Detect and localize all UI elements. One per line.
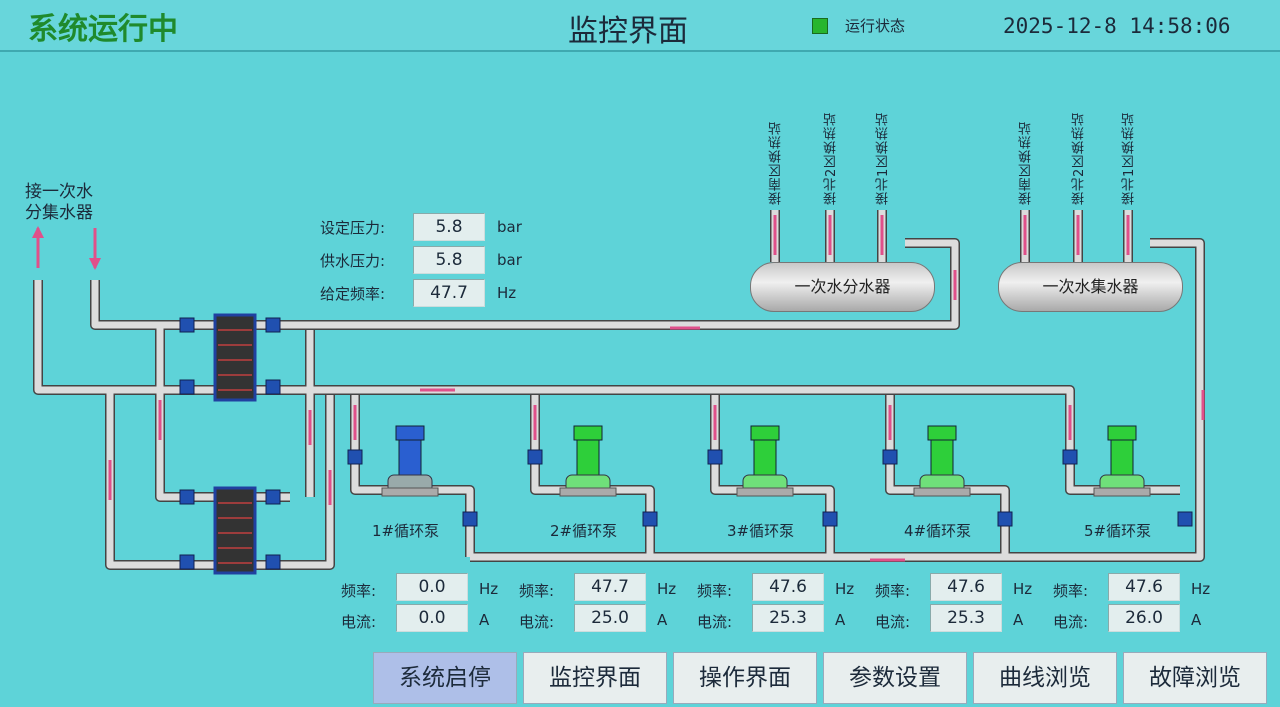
pump-current-value: 25.3 <box>930 604 1002 632</box>
heat-exchangers <box>213 313 257 575</box>
run-indicator-icon <box>812 18 828 34</box>
pump-current-value: 25.3 <box>752 604 824 632</box>
pump-current-label: 电流: <box>341 613 377 631</box>
pump-current-unit: A <box>479 611 490 629</box>
pump-freq-value: 47.6 <box>1108 573 1180 601</box>
collector-branch-label: 接北1区换热站 <box>1122 111 1137 205</box>
header-bar <box>0 0 1280 52</box>
collector-branch-label: 接南区换热站 <box>1019 121 1034 205</box>
pump-freq-value: 47.6 <box>752 573 824 601</box>
param-value: 5.8 <box>413 246 485 274</box>
arrow-heads <box>32 226 101 270</box>
pump-freq-label: 频率: <box>519 582 555 600</box>
param-value: 5.8 <box>413 213 485 241</box>
nav-button[interactable]: 监控界面 <box>523 652 667 704</box>
source-label-1: 接一次水 <box>25 182 93 202</box>
collector-tank: 一次水集水器 <box>998 262 1183 312</box>
nav-button[interactable]: 故障浏览 <box>1123 652 1267 704</box>
distributor-branch-label: 接南区换热站 <box>769 121 784 205</box>
nav-button[interactable]: 参数设置 <box>823 652 967 704</box>
param-value: 47.7 <box>413 279 485 307</box>
valves <box>179 317 1193 570</box>
param-label: 设定压力: <box>320 219 386 237</box>
pump-freq-value: 47.7 <box>574 573 646 601</box>
pump-freq-label: 频率: <box>341 582 377 600</box>
pump-name: 3#循环泵 <box>727 522 795 540</box>
pump-current-value: 25.0 <box>574 604 646 632</box>
pump-name: 2#循环泵 <box>550 522 618 540</box>
source-label-2: 分集水器 <box>25 203 93 223</box>
pump-freq-label: 频率: <box>1053 582 1089 600</box>
nav-button[interactable]: 操作界面 <box>673 652 817 704</box>
pump-freq-unit: Hz <box>835 580 855 598</box>
pump-freq-value: 0.0 <box>396 573 468 601</box>
pump-freq-value: 47.6 <box>930 573 1002 601</box>
nav-button[interactable]: 曲线浏览 <box>973 652 1117 704</box>
pump-name: 4#循环泵 <box>904 522 972 540</box>
pump-current-unit: A <box>835 611 846 629</box>
pump-icon <box>559 425 617 497</box>
pumps <box>381 425 1151 497</box>
page-title: 监控界面 <box>568 14 688 49</box>
collector-branch-label: 接北2区换热站 <box>1072 111 1087 205</box>
pump-freq-unit: Hz <box>1191 580 1211 598</box>
pump-current-label: 电流: <box>875 613 911 631</box>
param-label: 给定频率: <box>320 285 386 303</box>
pump-current-unit: A <box>657 611 668 629</box>
pump-icon <box>736 425 794 497</box>
pump-freq-label: 频率: <box>697 582 733 600</box>
distributor-branch-label: 接北1区换热站 <box>876 111 891 205</box>
pump-icon <box>1093 425 1151 497</box>
pump-name: 1#循环泵 <box>372 522 440 540</box>
param-unit: bar <box>497 251 522 269</box>
pump-freq-unit: Hz <box>657 580 677 598</box>
pump-current-label: 电流: <box>697 613 733 631</box>
nav-button[interactable]: 系统启停 <box>373 652 517 704</box>
system-status: 系统运行中 <box>28 12 178 47</box>
pump-icon <box>913 425 971 497</box>
pump-current-unit: A <box>1013 611 1024 629</box>
pump-current-unit: A <box>1191 611 1202 629</box>
pump-current-label: 电流: <box>519 613 555 631</box>
param-unit: Hz <box>497 284 517 302</box>
pump-freq-unit: Hz <box>479 580 499 598</box>
pump-current-value: 26.0 <box>1108 604 1180 632</box>
param-unit: bar <box>497 218 522 236</box>
param-label: 供水压力: <box>320 252 386 270</box>
pump-icon <box>381 425 439 497</box>
flow-arrows <box>36 215 1205 562</box>
datetime: 2025-12-8 14:58:06 <box>1003 14 1231 38</box>
pump-name: 5#循环泵 <box>1084 522 1152 540</box>
pump-freq-label: 频率: <box>875 582 911 600</box>
pump-freq-unit: Hz <box>1013 580 1033 598</box>
pump-current-label: 电流: <box>1053 613 1089 631</box>
pump-current-value: 0.0 <box>396 604 468 632</box>
distributor-branch-label: 接北2区换热站 <box>824 111 839 205</box>
run-state-label: 运行状态 <box>845 17 906 35</box>
distributor-tank: 一次水分水器 <box>750 262 935 312</box>
